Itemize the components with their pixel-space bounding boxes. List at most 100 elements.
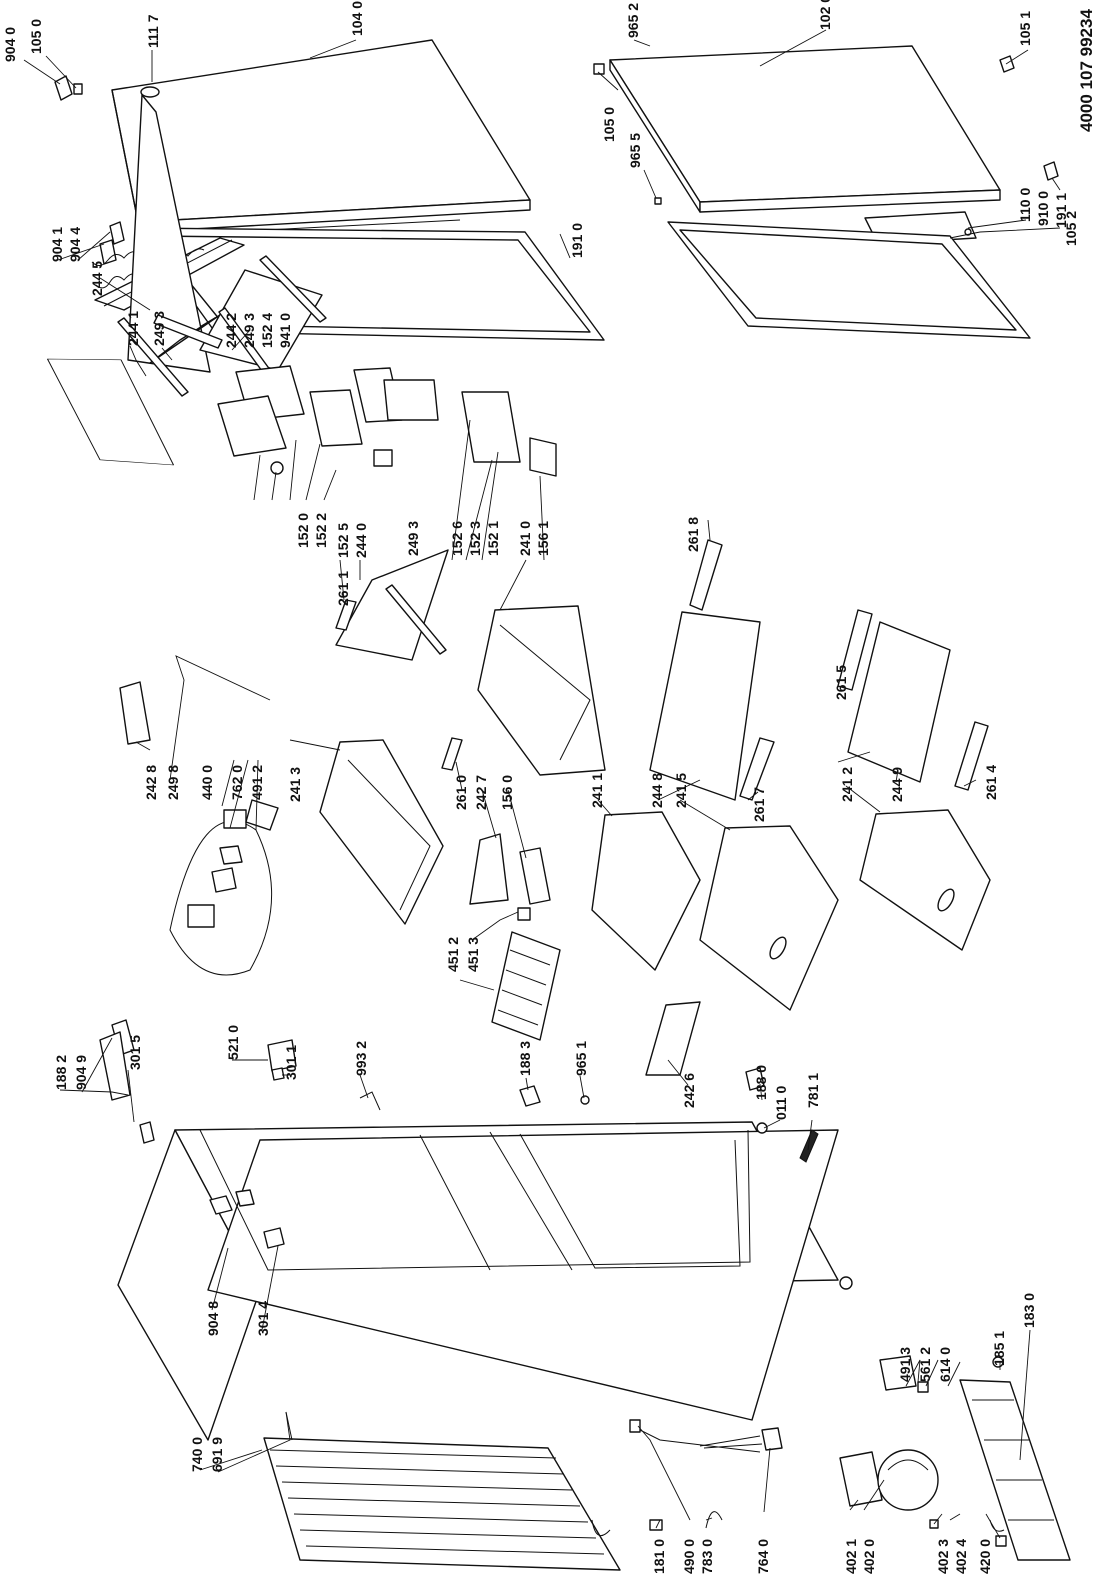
small-parts-bottom-left [649,1427,783,1531]
part-label: 783 0 [699,1539,715,1574]
part-label: 185 1 [991,1331,1007,1366]
part-label: 152 1 [485,521,501,556]
butter-box-242-8 [119,681,151,745]
condenser [263,1411,621,1571]
shelf-trims-249 [117,255,447,655]
part-label: 904 0 [2,27,18,62]
document-number: 4000 107 99234 [1077,9,1096,132]
power-cord [629,1419,763,1453]
glass-shelf-244-1 [46,358,175,466]
part-label: 614 0 [937,1347,953,1382]
part-label: 904 9 [73,1055,89,1090]
part-label: 188 0 [753,1065,769,1100]
tray-242-7 [469,833,509,905]
cover-242-6 [645,1001,701,1076]
part-label: 451 2 [445,937,461,972]
part-label: 402 1 [843,1539,859,1574]
leader-lines [23,29,1061,1539]
cabinet-fittings [99,1019,819,1249]
freezer-door [609,45,1001,213]
part-label: 521 0 [225,1025,241,1060]
part-label: 402 4 [953,1539,969,1574]
part-label: 105 0 [28,19,44,54]
part-label: 402 3 [935,1539,951,1574]
part-label: 244 9 [889,767,905,802]
freezer-door-gasket [667,221,1031,339]
part-label: 301 5 [127,1035,143,1070]
part-label: 491 3 [897,1347,913,1382]
fridge-door [111,39,531,236]
part-label: 152 0 [295,513,311,548]
hinge-covers-904 [99,221,125,265]
part-label: 993 2 [353,1041,369,1076]
part-label: 181 0 [651,1539,667,1574]
compressor-group [839,1355,1007,1547]
part-label: 188 2 [53,1055,69,1090]
freezer-hinge-parts [593,55,1059,205]
part-label: 152 3 [467,521,483,556]
part-label: 301 4 [255,1301,271,1336]
part-label: 183 0 [1021,1293,1037,1328]
part-label: 965 2 [625,3,641,38]
part-label: 491 2 [249,765,265,800]
part-label: 440 0 [199,765,215,800]
freezer-shelf-244-8 [649,611,761,801]
part-label: 420 0 [977,1539,993,1574]
part-label: 191 0 [569,223,585,258]
fan-unit-440 [169,799,279,976]
part-label: 242 6 [681,1073,697,1108]
part-label: 104 0 [349,1,365,36]
part-label: 156 0 [499,775,515,810]
part-label: 402 0 [861,1539,877,1574]
drawer-241-1 [591,811,701,971]
part-label: 241 0 [517,521,533,556]
part-label: 451 3 [465,937,481,972]
part-label: 105 2 [1063,211,1079,246]
part-label: 241 2 [839,767,855,802]
part-label: 105 0 [601,107,617,142]
glass-shelves-upper [127,94,221,373]
part-label: 965 1 [573,1041,589,1076]
part-label: 249 8 [165,765,181,800]
part-label: 965 5 [627,133,643,168]
part-label: 241 5 [673,773,689,808]
cabinet-body [117,1121,853,1441]
part-label: 261 4 [983,765,999,800]
part-label: 490 0 [681,1539,697,1574]
part-label: 244 1 [125,311,141,346]
part-label: 152 4 [259,313,275,348]
part-label: 102 0 [817,0,833,30]
part-label: 242 8 [143,765,159,800]
part-label: 249 3 [151,311,167,346]
part-label: 105 1 [1017,11,1033,46]
drawer-241-0 [477,605,606,776]
part-label: 941 0 [277,313,293,348]
shelf-grid-451-2 [491,907,561,1041]
part-label: 244 8 [649,773,665,808]
part-label: 244 2 [223,313,239,348]
part-label: 244 0 [353,523,369,558]
part-label: 261 7 [751,787,767,822]
part-label: 152 2 [313,513,329,548]
part-label: 152 6 [449,521,465,556]
freezer-shelf-244-9 [847,621,951,783]
part-label: 241 1 [589,773,605,808]
part-label: 764 0 [755,1539,771,1574]
top-hinge-parts [54,75,83,101]
base-frame [959,1379,1071,1561]
part-label: 740 0 [189,1437,205,1472]
part-label: 781 1 [805,1073,821,1108]
door-bins [217,365,557,477]
part-label: 762 0 [229,765,245,800]
ice-tray-156-0 [519,847,551,905]
part-labels: 904 0 105 0 111 7 104 0 904 1 904 4 191 … [2,0,1079,1574]
part-label: 904 4 [67,227,83,262]
part-label: 561 2 [917,1347,933,1382]
drawer-241-5 [699,825,839,1011]
part-label: 156 1 [535,521,551,556]
part-label: 249 3 [405,521,421,556]
part-label: 904 8 [205,1301,221,1336]
part-label: 152 5 [335,523,351,558]
part-label: 242 7 [473,775,489,810]
